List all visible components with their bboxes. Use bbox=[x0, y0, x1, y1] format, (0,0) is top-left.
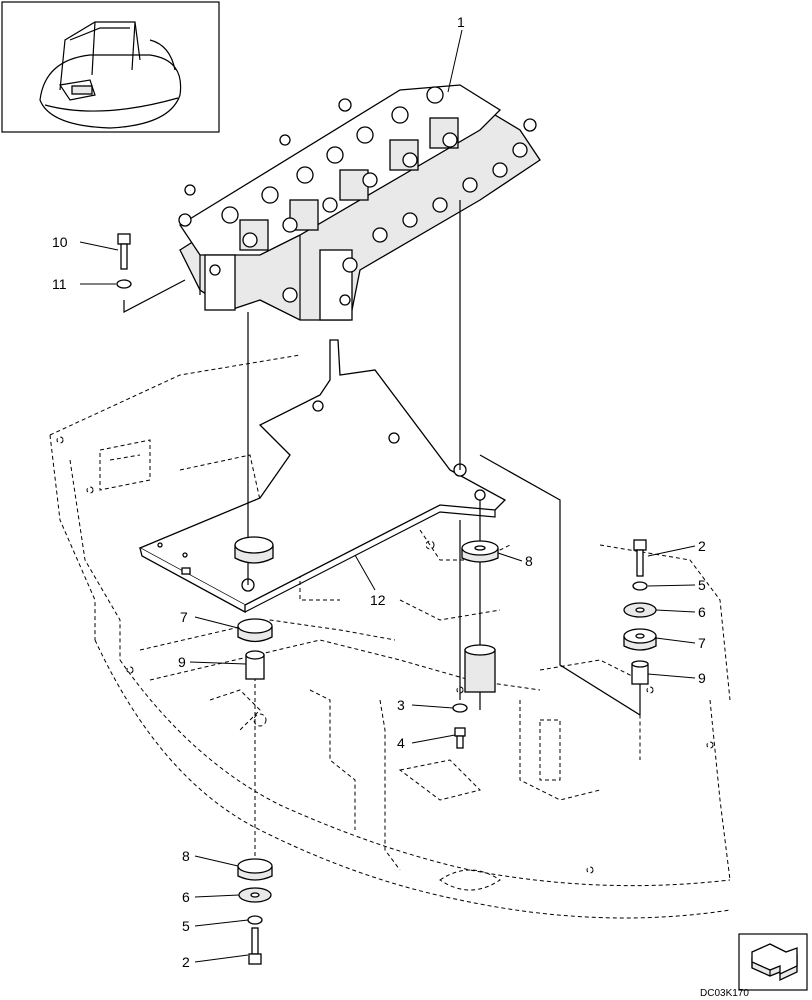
washer-5-right bbox=[632, 581, 648, 591]
callout-5-bottom: 5 bbox=[182, 918, 190, 934]
sleeve-9-left bbox=[245, 650, 265, 680]
machine-frame-outline bbox=[49, 354, 731, 919]
drawing-code: DC03K170 bbox=[700, 988, 749, 999]
callout-6-right: 6 bbox=[698, 604, 706, 620]
sleeve-9-right bbox=[631, 660, 649, 685]
valve-fittings bbox=[178, 86, 537, 306]
callout-9-right: 9 bbox=[698, 670, 706, 686]
plate-mount-left bbox=[234, 536, 274, 564]
callout-11: 11 bbox=[52, 276, 67, 292]
callout-8-right: 8 bbox=[525, 553, 533, 569]
mounting-plate bbox=[138, 339, 507, 614]
excavator-thumbnail-icon bbox=[39, 21, 182, 129]
callout-2-right: 2 bbox=[698, 538, 706, 554]
bolt-2-bottom bbox=[248, 927, 262, 965]
bolt-10 bbox=[117, 233, 131, 270]
direction-arrow-icon bbox=[751, 943, 798, 982]
bolt-2-right bbox=[633, 539, 647, 577]
callout-8-bottom: 8 bbox=[182, 848, 190, 864]
mount-7-left bbox=[237, 618, 273, 643]
control-valve-assembly bbox=[178, 84, 541, 321]
callout-3: 3 bbox=[397, 697, 405, 713]
spacer-right bbox=[464, 644, 496, 693]
bolt-4 bbox=[454, 727, 466, 749]
direction-arrow-box bbox=[738, 933, 808, 991]
callout-7-left: 7 bbox=[180, 609, 188, 625]
callout-12: 12 bbox=[370, 592, 386, 608]
washer-6-right bbox=[623, 602, 657, 618]
callout-labels: 1 10 11 2 5 6 7 8 9 12 7 9 3 4 8 6 5 2 bbox=[52, 14, 706, 970]
callout-10: 10 bbox=[52, 234, 68, 250]
callout-6-bottom: 6 bbox=[182, 889, 190, 905]
mount-7-right bbox=[623, 628, 657, 651]
washer-3 bbox=[452, 703, 468, 713]
hardware-parts bbox=[116, 233, 657, 965]
mount-8-bottom bbox=[237, 858, 273, 881]
machine-overview-inset bbox=[1, 1, 220, 133]
callout-2-bottom: 2 bbox=[182, 954, 190, 970]
washer-5-bottom bbox=[247, 915, 263, 925]
mount-8-right bbox=[461, 540, 499, 563]
callout-4: 4 bbox=[397, 735, 405, 751]
callout-9-left: 9 bbox=[178, 654, 186, 670]
callout-5-right: 5 bbox=[698, 577, 706, 593]
callout-7-right: 7 bbox=[698, 635, 706, 651]
washer-11 bbox=[116, 279, 132, 289]
washer-6-bottom bbox=[238, 887, 272, 903]
leader-lines bbox=[79, 29, 696, 963]
callout-1: 1 bbox=[457, 14, 465, 30]
